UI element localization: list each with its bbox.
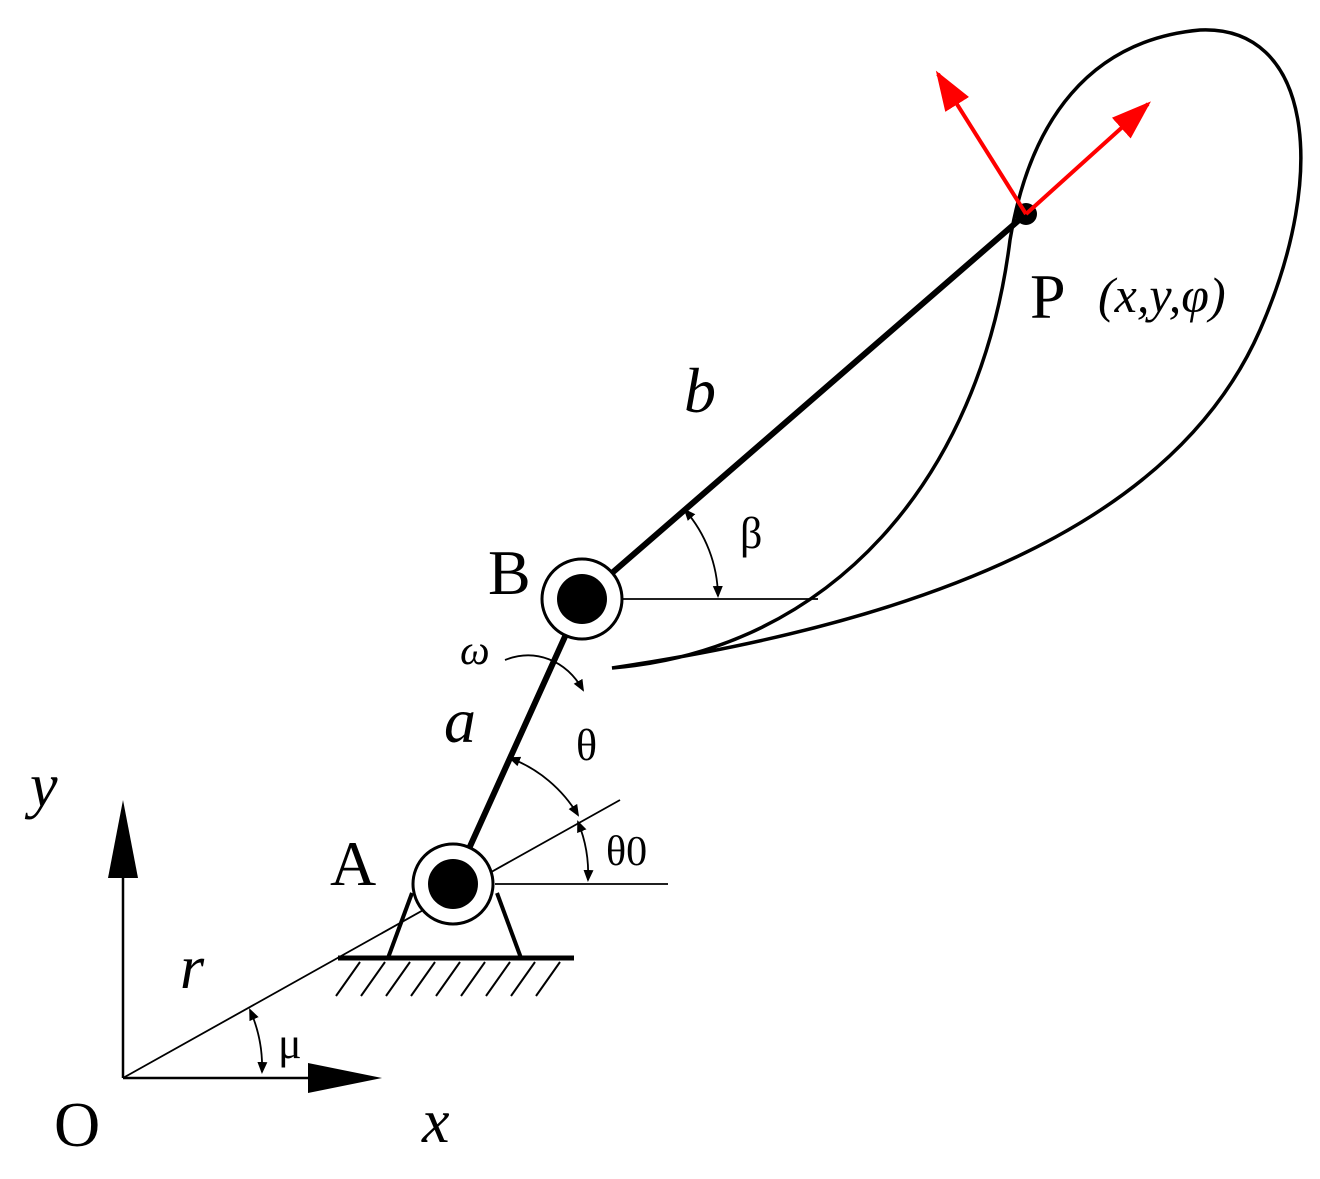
coordinate-axes	[108, 800, 382, 1093]
link-a	[450, 597, 585, 886]
angle-arc-theta	[508, 756, 580, 817]
x-axis-arrowhead	[308, 1063, 382, 1093]
angle-arc-mu	[249, 1008, 268, 1074]
label-link-b: b	[684, 355, 716, 426]
label-beta: β	[740, 509, 762, 558]
link-b	[580, 211, 1028, 602]
label-omega: ω	[460, 628, 490, 674]
label-point-b: B	[488, 537, 531, 608]
angle-arc-theta0	[577, 820, 594, 882]
ground-hatching	[335, 961, 561, 997]
angle-arc-beta	[683, 508, 723, 598]
label-x-axis: x	[421, 1088, 450, 1156]
label-theta: θ	[576, 721, 597, 770]
label-link-a: a	[444, 685, 476, 756]
y-axis-arrowhead	[108, 800, 138, 878]
label-point-p: P	[1030, 261, 1066, 332]
ground-support	[335, 892, 574, 997]
line-r	[122, 799, 621, 1079]
label-point-a: A	[330, 828, 376, 899]
coupler-curve	[611, 28, 1303, 670]
angular-velocity-arrow	[504, 654, 584, 692]
label-p-coordinates: (x,y,φ)	[1098, 267, 1226, 323]
label-theta0: θ0	[606, 829, 647, 875]
red-arrow-tangent	[1024, 101, 1151, 216]
joint-a	[411, 842, 495, 926]
joint-b	[540, 557, 624, 641]
label-origin: O	[54, 1089, 100, 1160]
label-y-axis: y	[24, 752, 58, 820]
label-r: r	[180, 934, 205, 1002]
red-arrow-normal	[935, 70, 1028, 216]
label-mu: μ	[278, 1019, 302, 1068]
